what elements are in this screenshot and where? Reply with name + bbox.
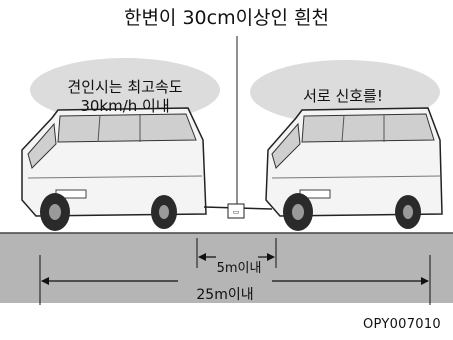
right-bubble-text: 서로 신호를! [303,87,383,105]
gap-distance-label: 5m이내 [216,261,262,276]
towed-bus [265,107,443,231]
speed-limit-line-1: 견인시는 최고속도 [67,78,183,96]
towing-bus [21,107,207,231]
left-speech-bubble [30,58,220,122]
left-bubble-text: 견인시는 최고속도 30km/h 이내 [40,78,210,116]
speed-limit-line-2: 30km/h 이내 [80,97,170,115]
white-cloth-title: 한변이 30cm이상인 흰천 [123,7,330,29]
gap-dimension [196,238,277,268]
total-distance-label: 25m이내 [196,287,254,303]
road-surface [0,233,453,303]
figure-code: OPY007010 [362,317,441,332]
total-dimension [39,255,431,305]
white-cloth-flag [227,203,245,219]
svg-text:▭: ▭ [233,208,240,216]
